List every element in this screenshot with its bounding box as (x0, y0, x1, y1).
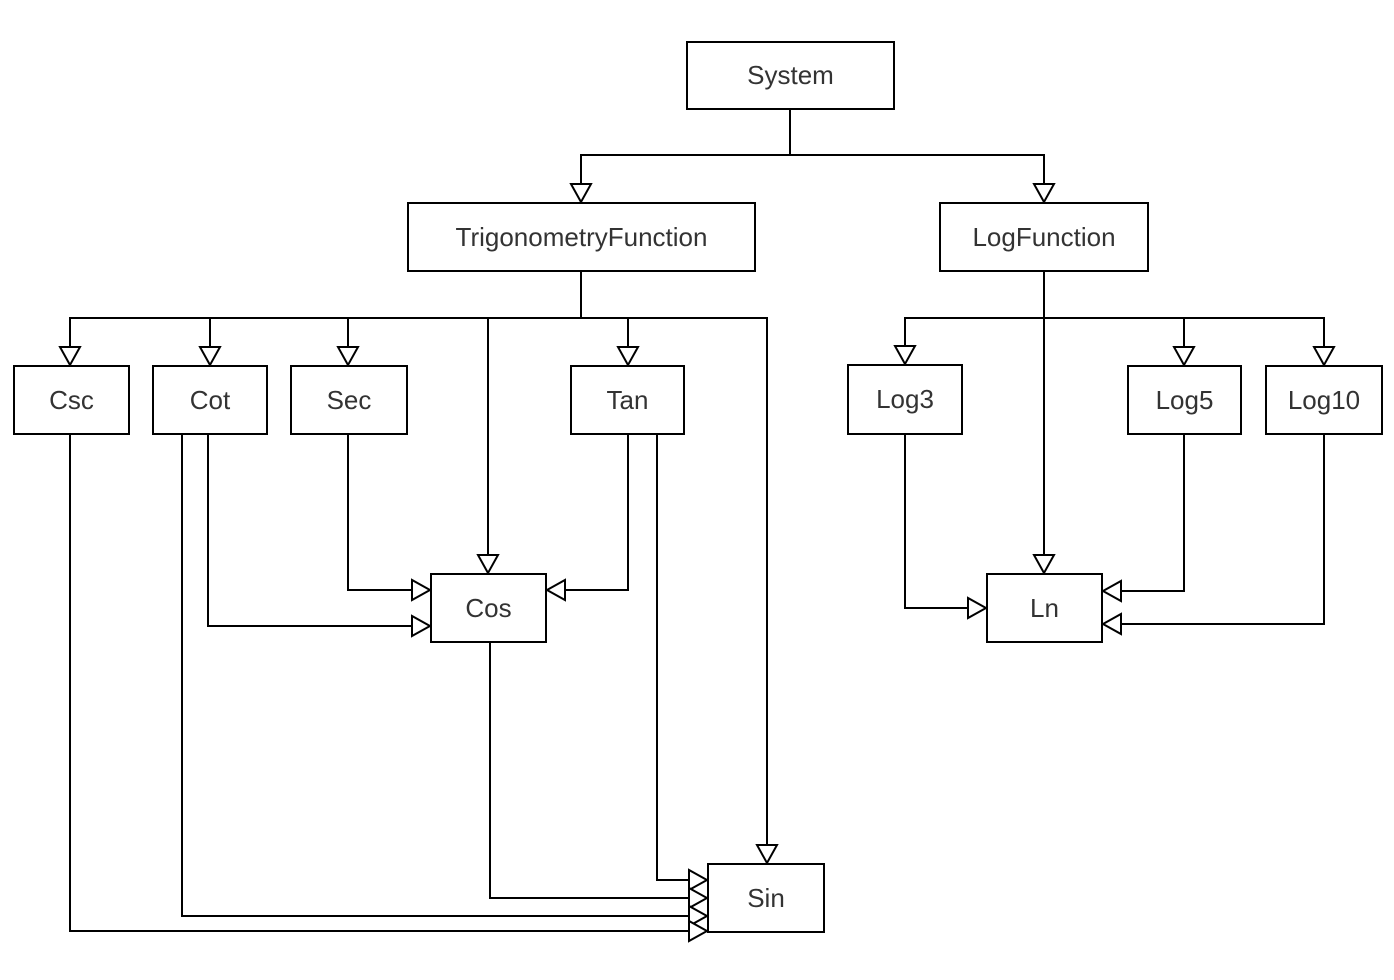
node-log10: Log10 (1265, 365, 1383, 435)
arrowhead-trigonometry-function-sec (336, 346, 360, 368)
arrowhead-log-function-log10 (1312, 346, 1336, 368)
edge-log-function-log3 (904, 272, 1045, 346)
edge-cot-sin (181, 435, 689, 917)
arrowhead-cot-sin (688, 904, 710, 928)
arrowhead-tan-cos (544, 578, 566, 602)
arrowhead-sec-cos (411, 578, 433, 602)
arrowhead-system-trigonometry-function (569, 183, 593, 205)
edge-tan-sin (656, 435, 689, 881)
node-label-sec: Sec (326, 384, 372, 415)
arrowhead-trigonometry-function-tan (616, 346, 640, 368)
edge-system-trigonometry-function (580, 110, 791, 184)
arrowhead-system-log-function (1032, 183, 1056, 205)
arrowhead-log10-ln (1100, 612, 1122, 636)
node-label-ln: Ln (1030, 592, 1059, 623)
edge-system-log-function (789, 110, 1045, 184)
arrowhead-tan-sin (688, 868, 710, 892)
node-sec: Sec (290, 365, 408, 435)
edge-cos-sin (489, 643, 689, 899)
node-label-log3: Log3 (876, 384, 934, 414)
node-label-log-function: LogFunction (972, 221, 1116, 252)
edge-trigonometry-function-sec (347, 272, 582, 347)
edge-csc-sin (69, 435, 689, 932)
edge-tan-cos (565, 435, 629, 591)
node-log-function: LogFunction (939, 202, 1149, 272)
node-label-csc: Csc (49, 384, 94, 415)
arrowhead-log-function-log5 (1172, 346, 1196, 368)
edge-log3-ln (904, 435, 968, 609)
edge-log-function-log5 (1043, 272, 1185, 347)
node-trigonometry-function: TrigonometryFunction (407, 202, 756, 272)
node-csc: Csc (13, 365, 130, 435)
arrowhead-trigonometry-function-csc (58, 346, 82, 368)
arrowhead-cot-cos (411, 614, 433, 638)
arrowhead-log5-ln (1100, 579, 1122, 603)
node-label-cos: Cos (465, 592, 512, 623)
edge-log10-ln (1121, 435, 1325, 625)
node-label-log5: Log5 (1155, 384, 1214, 415)
node-log3: Log3 (847, 364, 963, 435)
arrowhead-trigonometry-function-sin (755, 844, 779, 866)
arrowhead-log-function-ln (1032, 554, 1056, 576)
node-system: System (686, 41, 895, 110)
node-cot: Cot (152, 365, 268, 435)
arrowhead-trigonometry-function-cos (476, 554, 500, 576)
node-label-system: System (747, 60, 834, 90)
node-log5: Log5 (1127, 365, 1242, 435)
node-sin: Sin (707, 863, 825, 933)
edge-cot-cos (207, 435, 412, 627)
arrowhead-trigonometry-function-cot (198, 346, 222, 368)
node-label-tan: Tan (606, 384, 649, 415)
arrowhead-log3-ln (967, 596, 989, 620)
node-cos: Cos (430, 573, 547, 643)
node-ln: Ln (986, 573, 1103, 643)
arrowhead-cos-sin (688, 886, 710, 910)
edge-trigonometry-function-cot (209, 272, 582, 347)
edge-trigonometry-function-tan (580, 272, 629, 347)
node-label-trigonometry-function: TrigonometryFunction (455, 221, 708, 252)
node-label-log10: Log10 (1287, 384, 1361, 415)
edge-sec-cos (347, 435, 412, 591)
arrowhead-log-function-log3 (893, 345, 917, 367)
node-label-sin: Sin (747, 882, 785, 913)
edge-trigonometry-function-cos (487, 272, 582, 555)
edge-trigonometry-function-sin (580, 272, 768, 845)
node-tan: Tan (570, 365, 685, 435)
edge-log5-ln (1121, 435, 1185, 592)
edge-trigonometry-function-csc (69, 272, 582, 347)
node-label-cot: Cot (189, 384, 231, 415)
arrowhead-csc-sin (688, 919, 710, 943)
